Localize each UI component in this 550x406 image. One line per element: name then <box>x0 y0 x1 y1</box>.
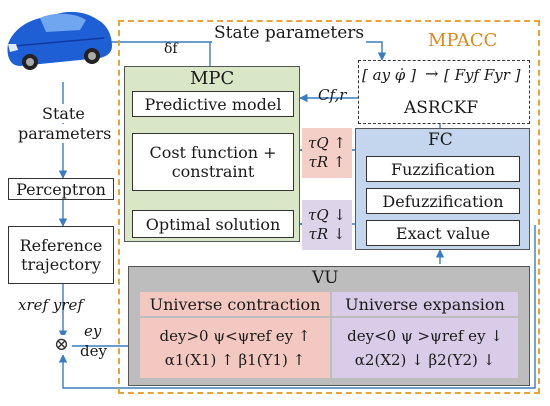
fuzzification-box: Fuzzification <box>366 156 520 182</box>
asrckf-formula-outputs: [ Fyf Fyr ] <box>444 66 521 84</box>
optimal-solution-box: Optimal solution <box>132 210 294 238</box>
universe-contraction-header: Universe contraction <box>140 292 330 316</box>
tau-r-up: τR ↑ <box>308 153 346 171</box>
fc-title: FC <box>428 130 453 150</box>
tau-up-box: τQ ↑ τR ↑ <box>302 128 352 178</box>
universe-expansion-body: dey<0 ψ >ψref ey ↓ α2(X2) ↓ β2(Y2) ↓ <box>332 318 518 378</box>
state-parameters-left-line2: parameters <box>18 124 112 143</box>
asrckf-formula-arrow: → <box>425 64 439 83</box>
mpacc-frame <box>118 20 540 394</box>
xref-yref-label: xref yref <box>18 296 83 314</box>
expansion-result: α2(X2) ↓ β2(Y2) ↓ <box>354 351 496 369</box>
mpc-title: MPC <box>190 68 235 89</box>
universe-contraction-body: dey>0 ψ<ψref ey ↑ α1(X1) ↑ β1(Y1) ↑ <box>140 318 330 378</box>
contraction-condition: dey>0 ψ<ψref ey ↑ <box>159 327 311 345</box>
state-parameters-top-label: State parameters <box>212 23 367 43</box>
asrckf-title: ASRCKF <box>404 98 479 118</box>
perceptron-box: Perceptron <box>8 178 114 200</box>
tau-down-box: τQ ↓ τR ↓ <box>302 200 352 250</box>
tau-q-down: τQ ↓ <box>308 206 346 224</box>
vu-title: VU <box>312 268 339 288</box>
cost-function-box: Cost function + constraint <box>132 133 294 191</box>
predictive-model-box: Predictive model <box>132 91 294 117</box>
summing-node: ⊗ <box>54 334 70 355</box>
ey-label: ey <box>84 322 102 340</box>
state-parameters-left-line1: State <box>42 104 85 123</box>
reference-line2: trajectory <box>21 255 101 274</box>
asrckf-box <box>358 60 530 124</box>
expansion-condition: dey<0 ψ >ψref ey ↓ <box>347 327 503 345</box>
cost-function-line2: constraint <box>171 162 255 181</box>
delta-f-label: δf <box>164 41 178 57</box>
defuzzification-box: Defuzzification <box>366 188 520 214</box>
mpacc-title: MPACC <box>428 30 498 51</box>
reference-line1: Reference <box>19 236 103 255</box>
contraction-result: α1(X1) ↑ β1(Y1) ↑ <box>164 351 306 369</box>
tau-q-up: τQ ↑ <box>308 134 346 152</box>
reference-trajectory-box: Reference trajectory <box>8 226 114 284</box>
dey-label: dey <box>80 342 107 360</box>
cost-function-line1: Cost function + <box>149 143 277 162</box>
exact-value-box: Exact value <box>366 220 520 246</box>
universe-expansion-header: Universe expansion <box>332 292 518 316</box>
asrckf-formula-inputs: [ ay φ̇ ] <box>362 66 416 84</box>
tau-r-down: τR ↓ <box>308 225 346 243</box>
cfr-label: Cf,r <box>318 86 347 104</box>
